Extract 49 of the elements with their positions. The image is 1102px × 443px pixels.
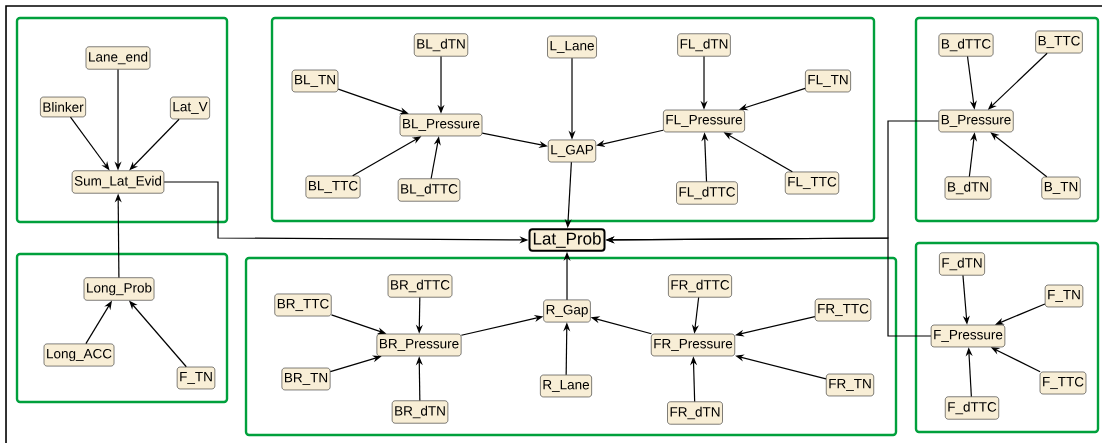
variable-node: Blinker	[40, 96, 86, 118]
variable-node: BL_TN	[291, 69, 339, 93]
variable-node: BR_TTC	[274, 293, 332, 317]
variable-node: Long_Prob	[83, 277, 155, 301]
arrow	[990, 132, 1048, 178]
group-frame	[15, 252, 229, 404]
variable-node: FR_Pressure	[651, 333, 735, 357]
variable-node: F_TN	[176, 366, 216, 390]
variable-node: B_TTC	[1035, 30, 1083, 54]
variable-node: BR_dTN	[391, 400, 449, 424]
variable-node: FL_TN	[805, 69, 851, 93]
variable-node: B_dTTC	[938, 33, 994, 57]
variable-node: Sum_Lat_Evid	[71, 170, 165, 194]
variable-node: Long_ACC	[43, 343, 115, 367]
variable-node: F_dTN	[939, 252, 985, 276]
variable-node: FL_TTC	[785, 171, 839, 195]
variable-node: B_dTN	[944, 176, 992, 200]
variable-node: B_Pressure	[938, 109, 1014, 133]
variable-node: F_TTC	[1039, 371, 1087, 395]
group-frame	[914, 16, 1100, 223]
variable-node: Lane_end	[85, 46, 151, 70]
variable-node: Lat_V	[170, 96, 210, 120]
variable-node: R_Gap	[543, 299, 591, 323]
variable-node: BR_TN	[281, 367, 331, 391]
variable-node: FR_TTC	[814, 298, 872, 322]
variable-node: FL_Pressure	[663, 109, 745, 133]
variable-node: L_Lane	[547, 35, 597, 59]
variable-node: FR_TN	[826, 373, 874, 397]
variable-node: BL_dTN	[414, 33, 468, 57]
variable-node: BL_Pressure	[399, 113, 483, 137]
variable-node: R_Lane	[540, 374, 592, 398]
variable-node: F_dTTC	[945, 396, 999, 420]
group-frame	[244, 256, 898, 437]
group-frame	[914, 241, 1100, 434]
group-frame	[270, 16, 876, 223]
variable-node: B_TN	[1041, 176, 1081, 200]
variable-node: FL_dTTC	[676, 181, 738, 205]
variable-node: FR_dTN	[667, 401, 723, 425]
variable-node: FR_dTTC	[668, 274, 732, 298]
variable-node: L_GAP	[548, 139, 596, 163]
output-node: Lat_Prob	[528, 228, 606, 252]
variable-node: BR_Pressure	[376, 333, 462, 357]
variable-node: F_Pressure	[930, 324, 1006, 348]
variable-node: BL_dTTC	[397, 178, 461, 202]
variable-node: BR_dTTC	[387, 274, 453, 298]
variable-node: BL_TTC	[305, 175, 361, 199]
group-frame	[15, 16, 229, 224]
variable-node: F_TN	[1044, 284, 1084, 308]
variable-node: FL_dTN	[677, 33, 731, 57]
